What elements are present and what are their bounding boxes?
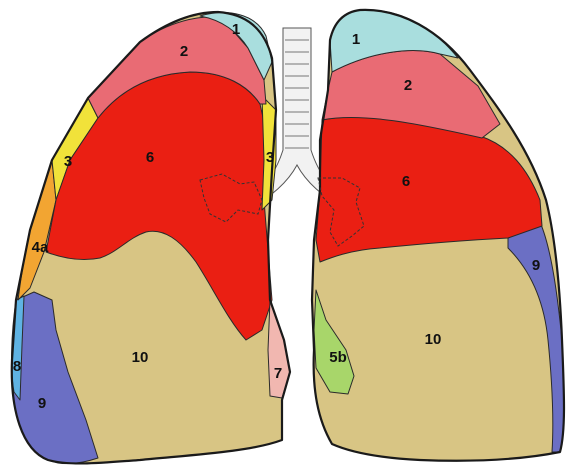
right-lung	[12, 12, 290, 464]
label-left-1: 1	[352, 31, 360, 48]
left-lung	[312, 10, 564, 461]
label-right-3-medial: 3	[266, 149, 274, 166]
label-right-9: 9	[38, 395, 46, 412]
label-left-10: 10	[425, 331, 442, 348]
label-left-5b: 5b	[329, 349, 347, 366]
label-left-9: 9	[532, 257, 540, 274]
label-right-7: 7	[274, 365, 282, 382]
label-right-1: 1	[232, 21, 240, 38]
label-right-6: 6	[146, 149, 154, 166]
label-right-4a: 4a	[32, 239, 49, 256]
label-left-6: 6	[402, 173, 410, 190]
label-left-2: 2	[404, 77, 412, 94]
label-right-8: 8	[13, 358, 21, 375]
label-right-10: 10	[132, 349, 149, 366]
label-right-3: 3	[64, 153, 72, 170]
label-right-2: 2	[180, 43, 188, 60]
